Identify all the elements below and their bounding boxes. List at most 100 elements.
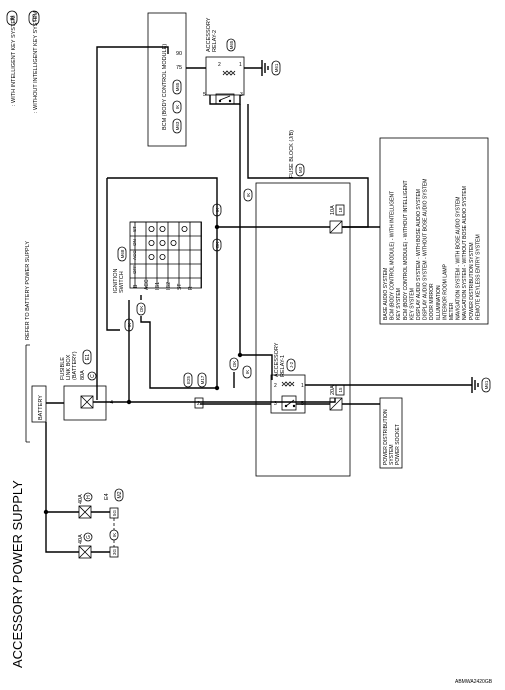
bcm-title: BCM (BODY CONTROL MODULE) bbox=[162, 44, 168, 130]
battery-note-bracket bbox=[25, 344, 30, 443]
ign-contact bbox=[148, 253, 155, 260]
fuse-block-connector: M3 bbox=[298, 166, 303, 173]
dest10-line: ILLUMINATION bbox=[436, 285, 442, 320]
fusible-title-2: LINK BOX bbox=[66, 354, 72, 380]
battery-note: REFER TO BATTERY POWER SUPPLY bbox=[25, 241, 31, 340]
ign-contact bbox=[159, 239, 166, 246]
ign-contact bbox=[170, 239, 177, 246]
dest10-line: BCM (BODY CONTROL MODULE) - WITHOUT INTE… bbox=[403, 180, 409, 320]
ground-relay2: M61 bbox=[244, 60, 281, 76]
fuse-40a-h-symbol bbox=[78, 505, 92, 519]
ign-head-acc: ACC bbox=[132, 250, 137, 260]
fusible-title-3: (BATTERY) bbox=[72, 351, 78, 380]
ign-title-1: IGNITION bbox=[113, 269, 119, 293]
ign-ok-badge: OK bbox=[139, 306, 144, 313]
battery: BATTERY bbox=[31, 385, 47, 423]
ign-head-on: ON bbox=[132, 239, 137, 246]
relay2-pin3: 3 bbox=[240, 92, 243, 98]
relay1-ik-badge: IK bbox=[245, 370, 250, 374]
ign-row-ig1: IG1 bbox=[155, 282, 161, 290]
fusible-fuse-amp: 80A bbox=[80, 370, 86, 380]
joint-connector: E25 M17 2 bbox=[183, 372, 207, 409]
dest10-line: KEY SYSTEM bbox=[409, 288, 415, 320]
dest10-line: DOOR MIRROR bbox=[429, 283, 435, 320]
top-ik-badge: IK bbox=[246, 193, 251, 197]
accessory-relay-1: ACCESSORY RELAY-1 J-2 2 1 3 5 bbox=[270, 342, 306, 414]
joint-right: M17 bbox=[200, 375, 205, 384]
ign-ik-badge: IK bbox=[127, 323, 132, 327]
ign-row-r: R bbox=[188, 286, 194, 290]
accessory-relay-2: ACCESSORY RELAY-2 M65 2 1 5 3 bbox=[203, 17, 245, 105]
bcm-connector-m63: M63 bbox=[175, 121, 180, 130]
joint-pin: 2 bbox=[197, 401, 200, 407]
relay1-pin3: 3 bbox=[274, 401, 277, 407]
ign-contact bbox=[148, 239, 155, 246]
dest10-line: DISPLAY AUDIO SYSTEM - WITH BOSE AUDIO S… bbox=[416, 189, 422, 320]
ground-relay1: M61 bbox=[305, 377, 491, 393]
relay2-coil bbox=[222, 70, 236, 73]
pin-5g: 5G bbox=[112, 510, 117, 517]
fusible-link-box: FUSIBLE LINK BOX (BATTERY) E1 80A C 4 bbox=[60, 349, 113, 421]
ign-contact bbox=[148, 225, 155, 232]
fusible-connector: E1 bbox=[85, 354, 91, 360]
lower-ik-badge: IK bbox=[112, 533, 117, 537]
legend-ik-text: : WITH INTELLIGENT KEY SYSTEM bbox=[11, 15, 17, 106]
dest10-line: METER bbox=[449, 302, 455, 320]
ignition-switch: IGNITION SWITCH M68 B ACC IG1 IG2 ST R S… bbox=[113, 221, 202, 293]
relay2-line2: RELAY-2 bbox=[212, 30, 218, 52]
ign-row-st: ST bbox=[177, 284, 183, 290]
ign-connector: M68 bbox=[120, 249, 125, 258]
fuse10-id: 18 bbox=[338, 207, 343, 213]
ign-row-acc: ACC bbox=[144, 279, 150, 290]
relay2-line1: ACCESSORY bbox=[206, 17, 212, 52]
relay1-coil bbox=[281, 381, 295, 384]
dest10-line: DISPLAY AUDIO SYSTEM - WITHOUT BOSE AUDI… bbox=[423, 179, 429, 320]
dest10-line: NAVIGATION SYSTEM - WITHOUT BOSE AUDIO S… bbox=[462, 186, 468, 320]
relay2-pin1: 1 bbox=[239, 62, 242, 68]
relay2-pin2: 2 bbox=[218, 62, 221, 68]
relay1-line2: RELAY-1 bbox=[280, 355, 286, 377]
legend-ok-code: OK bbox=[32, 14, 38, 22]
legend-ok-symbol: OK bbox=[28, 10, 40, 26]
ground-relay1-label: M61 bbox=[484, 380, 489, 389]
fuse20-id: 15 bbox=[338, 387, 343, 393]
relay2-switch bbox=[215, 93, 235, 105]
dest10-line: NAVIGATION SYSTEM - WITH BOSE AUDIO SYST… bbox=[456, 197, 462, 320]
destinations-20a: POWER DISTRIBUTION SYSTEM POWER SOCKET bbox=[379, 397, 403, 469]
fusible-pin: 4 bbox=[110, 400, 113, 406]
fuse-block-title: FUSE BLOCK (J/B) bbox=[289, 130, 295, 178]
bcm-pin-90: 90 bbox=[176, 51, 182, 57]
connector-m2: M2 bbox=[117, 491, 123, 498]
ign-contact bbox=[181, 225, 188, 232]
relay1-pin1: 1 bbox=[301, 383, 304, 389]
dest20-line3: POWER SOCKET bbox=[395, 424, 401, 465]
fuse-g-amp: 40A bbox=[78, 534, 84, 544]
ign-row-ig2: IG2 bbox=[166, 282, 172, 290]
legend-ik-symbol: IK bbox=[6, 10, 18, 26]
bcm-connector-m65: M65 bbox=[175, 82, 180, 91]
relay2-pin5: 5 bbox=[203, 92, 206, 98]
dest20-line2: SYSTEM bbox=[389, 444, 395, 465]
ignition-switch-grid bbox=[129, 221, 202, 289]
ign-head-st: ST bbox=[132, 226, 137, 232]
fuse-10a-symbol bbox=[329, 220, 343, 234]
dest10-line: KEY SYSTEM bbox=[396, 288, 402, 320]
wires: IK OK IK OK OK IK bbox=[43, 46, 380, 553]
relay1-ok-badge: OK bbox=[232, 361, 237, 368]
legend-ik-code: IK bbox=[10, 15, 16, 21]
fusible-fuse-id: C bbox=[90, 374, 96, 378]
mid-ok-badge: OK bbox=[215, 242, 220, 249]
mid-ik-badge: IK bbox=[215, 208, 220, 212]
relay2-connector: M65 bbox=[229, 40, 234, 49]
bcm: BCM (BODY CONTROL MODULE) IK M65 M63 90 … bbox=[147, 12, 187, 147]
ground-relay2-label: M61 bbox=[274, 63, 279, 72]
fuse-block: FUSE BLOCK (J/B) M3 10A 18 20A 15 bbox=[255, 130, 351, 477]
connector-e4: E4 bbox=[104, 493, 110, 500]
ign-row-b: B bbox=[133, 284, 139, 288]
fuse-g-id: G bbox=[86, 535, 92, 539]
ign-head-off: OFF bbox=[132, 265, 137, 274]
dest10-line: REMOTE KEYLESS ENTRY SYSTEM bbox=[475, 234, 481, 320]
battery-label: BATTERY bbox=[38, 395, 44, 420]
